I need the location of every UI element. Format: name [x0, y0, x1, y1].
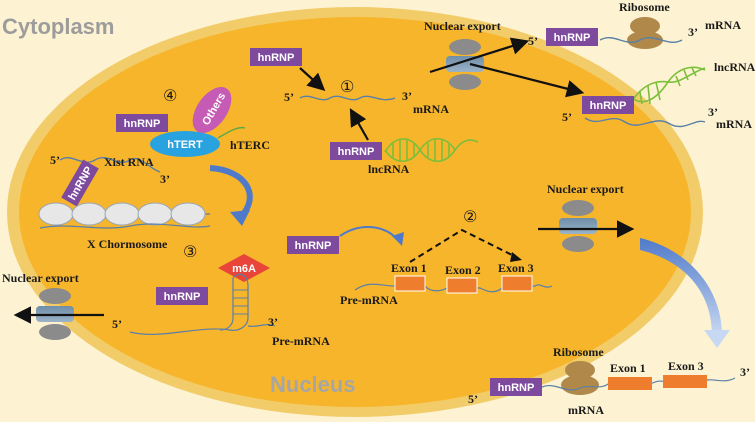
others-ellipse [192, 87, 232, 133]
svg-text:hnRNP: hnRNP [295, 240, 332, 252]
svg-text:Ribosome: Ribosome [619, 0, 670, 14]
svg-text:hnRNP: hnRNP [554, 32, 591, 44]
hnrnp-box [330, 142, 382, 160]
svg-text:mRNA: mRNA [413, 102, 449, 116]
ribosome [630, 17, 660, 35]
big-curved-arrow [640, 238, 722, 335]
svg-text:Exon 3: Exon 3 [668, 359, 704, 373]
svg-text:5’: 5’ [562, 110, 572, 124]
step-3-group: ③ m6A hnRNP 3’ Pre-mRNA [129, 242, 330, 348]
svg-text:5’: 5’ [528, 34, 538, 48]
svg-text:X Chormosome: X Chormosome [87, 237, 168, 251]
svg-text:Pre-mRNA: Pre-mRNA [272, 334, 330, 348]
cytoplasm-title: Cytoplasm [2, 14, 114, 39]
hnrnp-box [156, 287, 208, 305]
nuclear-pore-top: Nuclear export [424, 19, 501, 90]
svg-text:mRNA: mRNA [705, 18, 741, 32]
svg-text:Xist RNA: Xist RNA [104, 155, 154, 169]
m6a-diamond [218, 254, 270, 282]
svg-text:Nuclear export: Nuclear export [547, 182, 624, 196]
hnrnp-box [490, 378, 542, 396]
svg-text:hTERT: hTERT [167, 139, 203, 151]
svg-text:hnRNP: hnRNP [590, 100, 627, 112]
arrow-export-lncrna [469, 62, 585, 98]
svg-text:Exon 2: Exon 2 [445, 263, 481, 277]
cytoplasm-lncrna-mrna: lncRNA hnRNP 5’ 3’ mRNA [562, 60, 755, 131]
step-2-group: ② hnRNP Exon 1 Exon 2 Exon 3 Pre-mRNA [287, 207, 553, 307]
svg-text:②: ② [463, 207, 477, 226]
hnrnp-box [116, 114, 168, 132]
svg-text:5’: 5’ [284, 90, 294, 104]
mrna-strand [299, 95, 396, 101]
svg-text:3’: 3’ [268, 315, 278, 329]
svg-text:hnRNP: hnRNP [164, 291, 201, 303]
svg-text:Exon 1: Exon 1 [391, 261, 427, 275]
hnrnp-box [287, 236, 339, 254]
exon-3 [501, 275, 533, 292]
arrow-export-mrna [429, 37, 530, 74]
nucleus-title: Nucleus [270, 372, 356, 397]
lncrna-helix [384, 137, 479, 163]
svg-text:Ribosome: Ribosome [553, 345, 604, 359]
step-1-group: hnRNP ① 5’ 3’ mRNA hnRNP lncRNA [250, 48, 479, 176]
step-4-group: ④ hTERT Others hnRNP hTERC [116, 86, 270, 226]
hnrnp-box [582, 96, 634, 114]
exon-1 [394, 275, 426, 292]
hnrnp-box [250, 48, 302, 66]
htert-ellipse [150, 131, 220, 157]
svg-text:hnRNP: hnRNP [338, 146, 375, 158]
hnrnp-box-rotated [61, 159, 99, 207]
svg-text:5’: 5’ [50, 153, 60, 167]
svg-text:3’: 3’ [708, 105, 718, 119]
svg-text:③: ③ [183, 242, 197, 261]
cytoplasm-translation-bottom: Ribosome hnRNP Exon 1 Exon 3 5’ 3’ mRNA [468, 345, 750, 417]
cytoplasm-translation-top: Ribosome hnRNP 5’ 3’ mRNA [528, 0, 741, 49]
svg-text:Nuclear export: Nuclear export [424, 19, 501, 33]
nuclear-pore-left: Nuclear export 5’ [2, 271, 122, 340]
svg-text:5’: 5’ [112, 317, 122, 331]
svg-text:3’: 3’ [160, 172, 170, 186]
exon-1 [608, 377, 652, 390]
svg-text:Nuclear export: Nuclear export [2, 271, 79, 285]
svg-text:Pre-mRNA: Pre-mRNA [340, 293, 398, 307]
exon-3 [663, 375, 707, 388]
x-chromosome-group: 5’ Xist RNA 3’ hnRNP X Chormosome [38, 153, 211, 251]
svg-text:3’: 3’ [402, 89, 412, 103]
svg-text:mRNA: mRNA [568, 403, 604, 417]
svg-text:m6A: m6A [232, 263, 256, 275]
splice-dashed [409, 228, 519, 263]
svg-text:lncRNA: lncRNA [714, 60, 755, 74]
svg-text:mRNA: mRNA [716, 117, 752, 131]
hnrnp-box [546, 28, 598, 46]
svg-text:hnRNP: hnRNP [498, 382, 535, 394]
svg-text:hnRNP: hnRNP [258, 52, 295, 64]
svg-text:Exon 1: Exon 1 [610, 361, 646, 375]
svg-text:Exon 3: Exon 3 [498, 261, 534, 275]
nuclear-pore-right: Nuclear export [538, 182, 635, 252]
arrow-lncrna-to-mrna [349, 108, 369, 141]
svg-text:lncRNA: lncRNA [368, 162, 410, 176]
nucleus-body [19, 17, 691, 407]
svg-text:④: ④ [163, 86, 177, 105]
step-number: ① [340, 77, 354, 96]
svg-text:hTERC: hTERC [230, 138, 270, 152]
arrow-hnrnp-to-mrna [299, 67, 326, 91]
svg-text:5’: 5’ [468, 392, 478, 406]
svg-text:hnRNP: hnRNP [124, 118, 161, 130]
exon-2 [446, 277, 478, 294]
svg-text:3’: 3’ [740, 365, 750, 379]
svg-text:3’: 3’ [688, 25, 698, 39]
